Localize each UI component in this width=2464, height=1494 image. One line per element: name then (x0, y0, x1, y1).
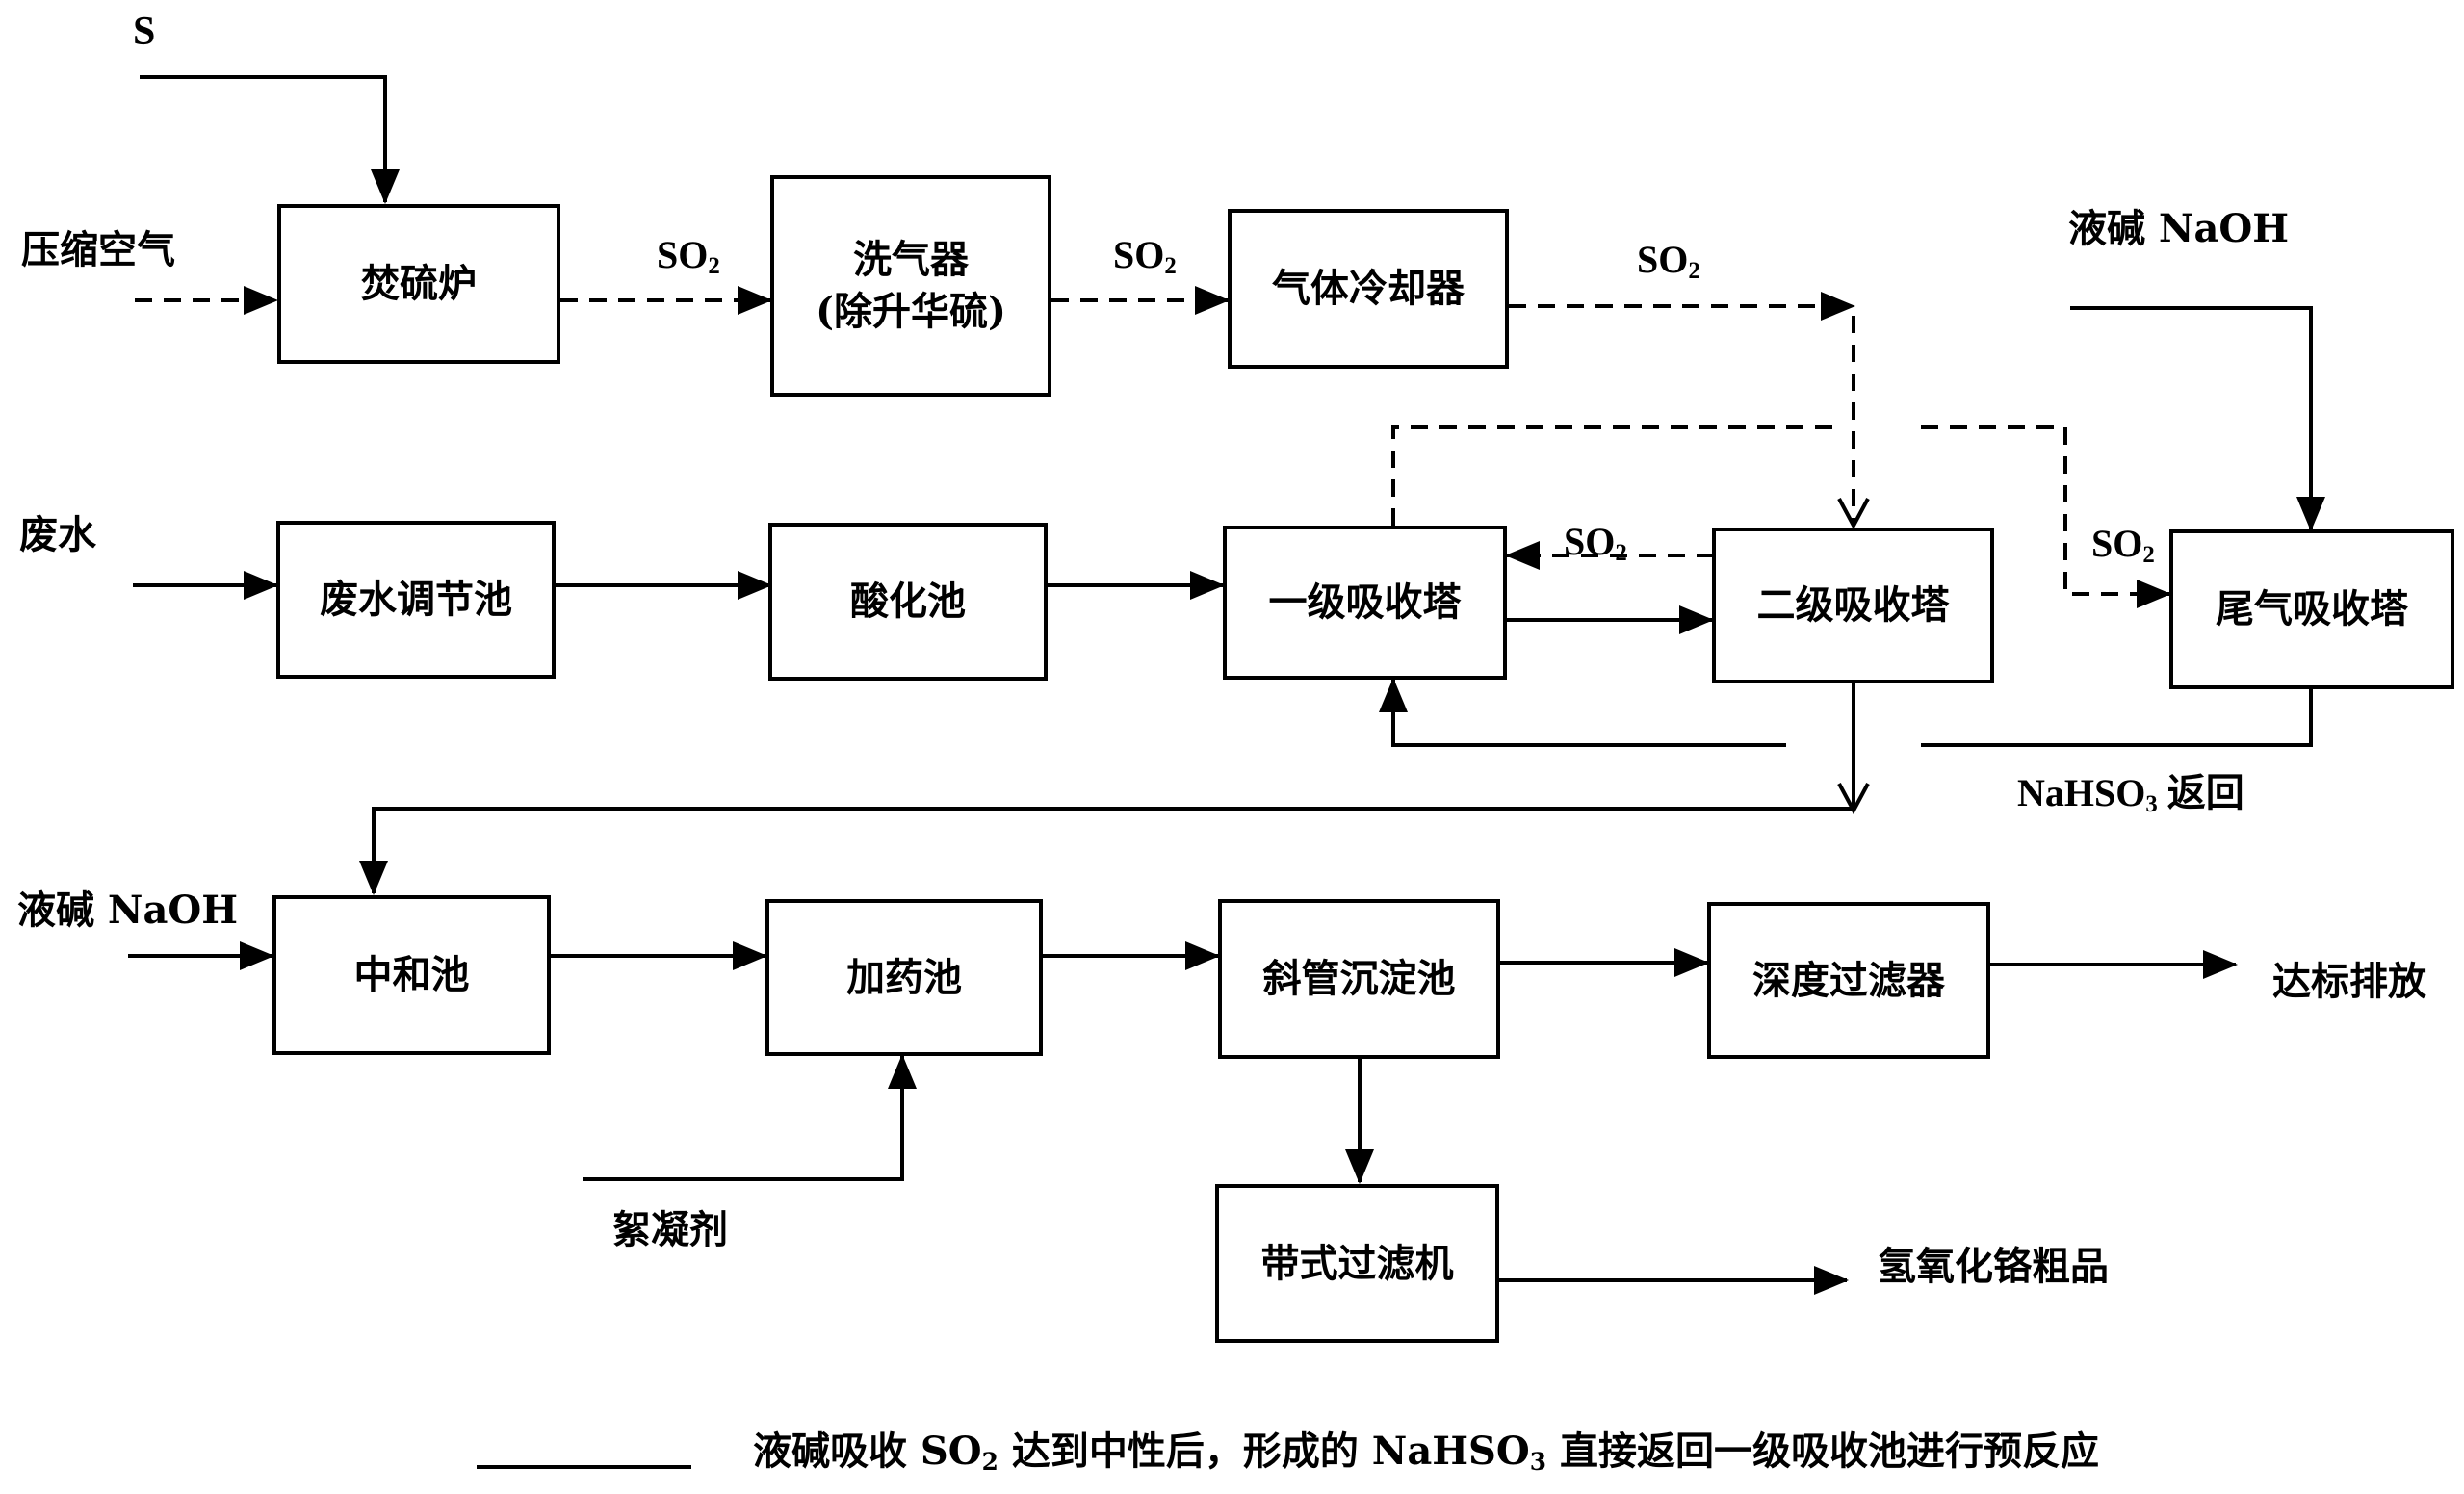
caustic-top-label: 液碱 NaOH (2068, 206, 2290, 251)
tail-gas-to-tail-absorber (1921, 425, 2171, 608)
caustic-left-label: 液碱 NaOH (17, 888, 239, 933)
absorber1-box: 一级吸收塔 (1223, 526, 1507, 680)
so2-label-3: SO2 (1637, 238, 1700, 285)
absorber2-box: 二级吸收塔 (1712, 528, 1994, 683)
absorber2-label: 二级吸收塔 (1756, 582, 1950, 628)
flow-to-neutralization (359, 807, 1854, 895)
settler-label: 斜管沉淀池 (1262, 956, 1456, 1001)
scrubber-box: 洗气器 (除升华硫) (770, 175, 1051, 397)
dosing-label: 加药池 (846, 954, 962, 1000)
settler-box: 斜管沉淀池 (1218, 899, 1500, 1059)
wastewater-label: 废水 (19, 512, 96, 557)
furnace-label: 焚硫炉 (361, 261, 477, 306)
so2-label-1: SO2 (657, 233, 720, 280)
equalization-box: 废水调节池 (276, 521, 556, 679)
neutralization-box: 中和池 (272, 895, 551, 1055)
acidification-box: 酸化池 (768, 523, 1048, 681)
so2-label-5: SO2 (2091, 522, 2155, 569)
sulfur-feed-arrow (140, 75, 400, 204)
compressed-air-label: 压缩空气 (21, 227, 175, 272)
so2-label-2: SO2 (1113, 233, 1177, 280)
flocculant-feed-arrow (583, 1054, 917, 1181)
so2-label-4: SO2 (1564, 520, 1627, 567)
nahso3-return-to-absorber1 (1379, 678, 1786, 747)
tail-absorber-box: 尾气吸收塔 (2169, 529, 2454, 689)
furnace-box: 焚硫炉 (277, 204, 560, 364)
tail-absorber-label: 尾气吸收塔 (2216, 586, 2408, 631)
belt-filter-label: 带式过滤机 (1260, 1240, 1454, 1286)
caustic-to-tail-absorber (2070, 306, 2325, 531)
deep-filter-box: 深度过滤器 (1707, 902, 1990, 1059)
dosing-box: 加药池 (765, 899, 1043, 1056)
nahso3-return-label: NaHSO3 返回 (2017, 771, 2244, 818)
neutralization-label: 中和池 (353, 952, 470, 997)
cooler-box: 气体冷却器 (1228, 209, 1509, 369)
sulfur-input-label: S (133, 10, 156, 54)
cooler-label: 气体冷却器 (1272, 266, 1465, 311)
equalization-label: 废水调节池 (320, 577, 512, 622)
flocculant-label: 絮凝剂 (612, 1207, 728, 1252)
legend-text: 液碱吸收 SO2 达到中性后，形成的 NaHSO3 直接返回一级吸收池进行预反应 (753, 1429, 2099, 1477)
deep-filter-label: 深度过滤器 (1752, 957, 1945, 1003)
discharge-label: 达标排放 (2272, 959, 2426, 1004)
absorber1-label: 一级吸收塔 (1268, 580, 1462, 625)
tail-gas-line-left (1391, 425, 1839, 526)
nahso3-return-from-tail (1921, 689, 2313, 747)
scrubber-sublabel: (除升华硫) (816, 289, 1006, 334)
scrubber-label: 洗气器 (853, 237, 969, 282)
acidification-label: 酸化池 (850, 579, 966, 624)
chromium-product-label: 氢氧化铬粗品 (1878, 1244, 2109, 1289)
belt-filter-box: 带式过滤机 (1215, 1184, 1499, 1343)
